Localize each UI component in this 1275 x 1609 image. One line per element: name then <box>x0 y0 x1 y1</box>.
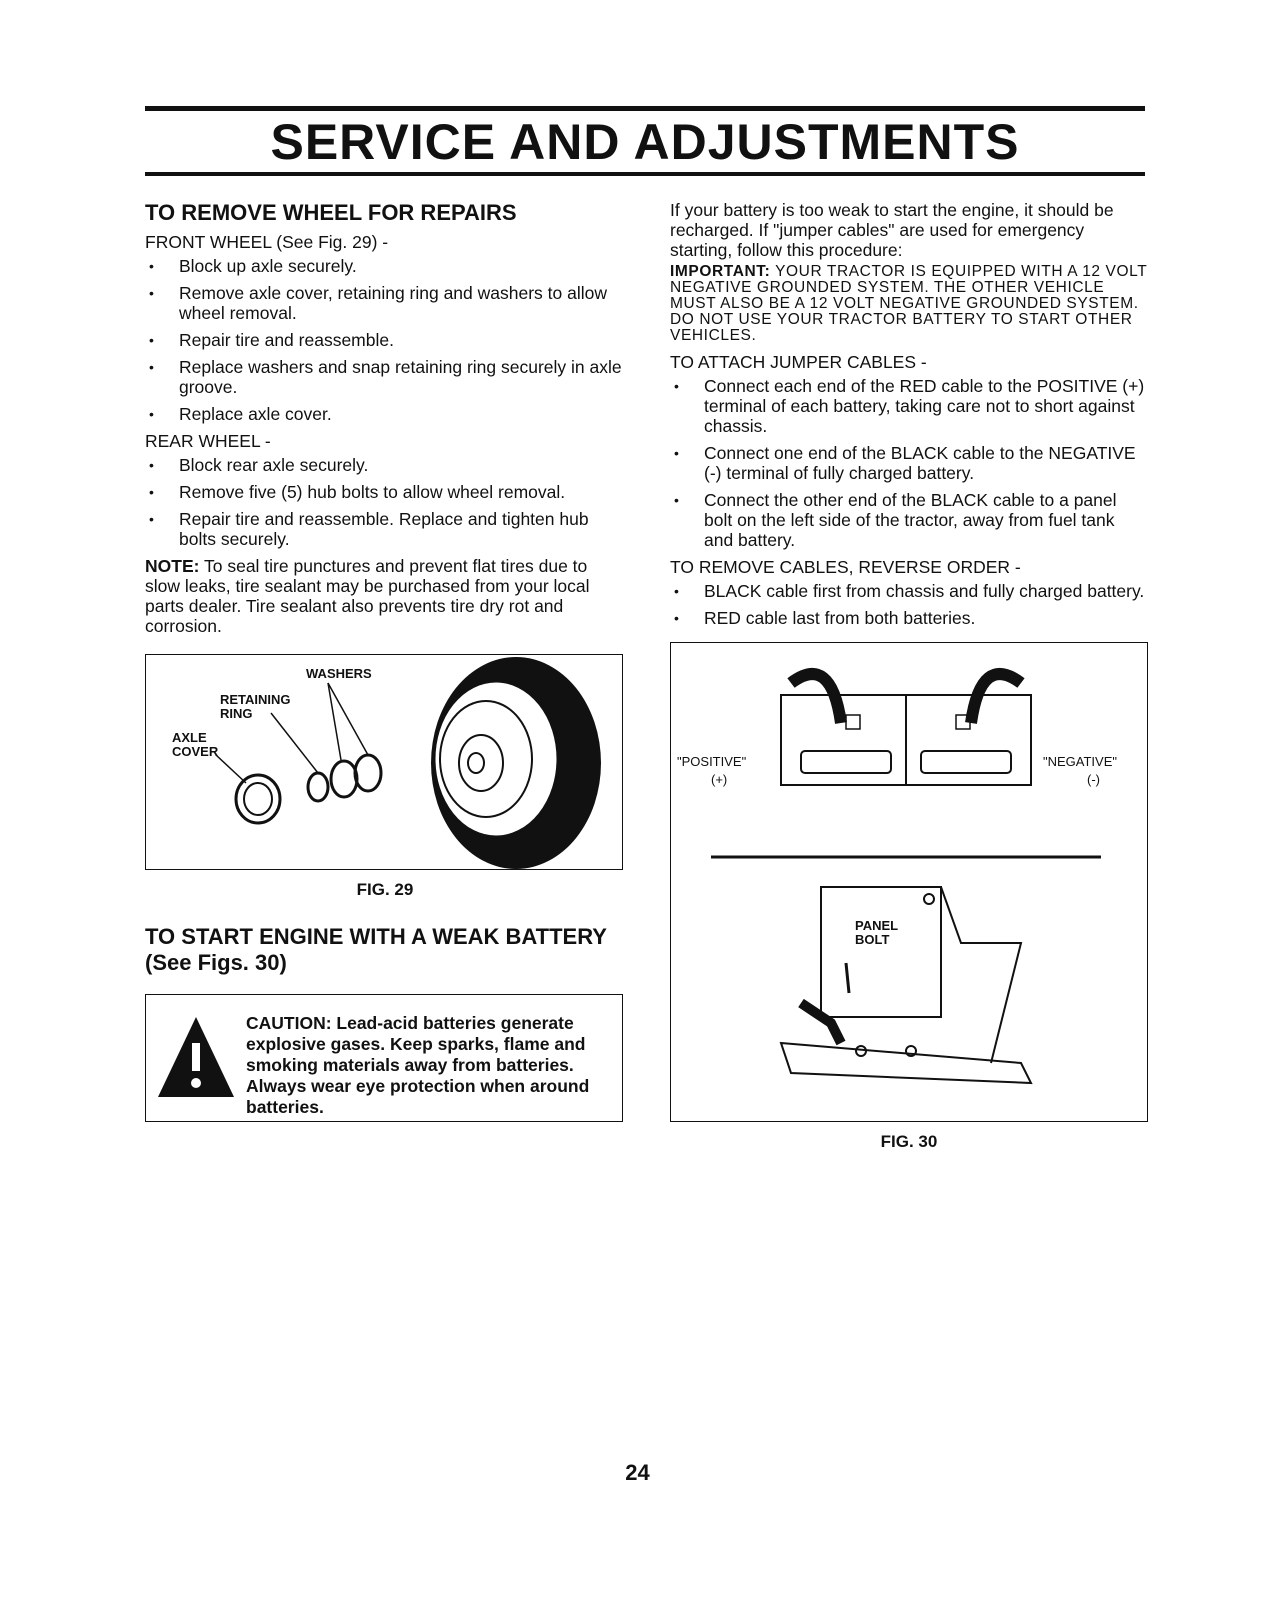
list-item: Replace axle cover. <box>145 404 625 424</box>
figure-29: WASHERS RETAINING RING AXLE COVER <box>145 654 623 870</box>
page-number: 24 <box>625 1460 650 1485</box>
panel-bolt-label: PANEL BOLT <box>855 918 899 947</box>
remove-cables-steps: BLACK cable first from chassis and fully… <box>670 581 1148 628</box>
front-wheel-label: FRONT WHEEL (See Fig. 29) - <box>145 232 389 252</box>
list-item: Block rear axle securely. <box>145 455 625 475</box>
axle-cover-label: AXLE COVER <box>172 730 219 759</box>
header-rule-top <box>145 106 1145 111</box>
figure-29-caption: FIG. 29 <box>356 880 414 899</box>
list-item: Replace washers and snap retaining ring … <box>145 357 625 397</box>
rear-wheel-label: REAR WHEEL - <box>145 431 271 451</box>
left-column: TO REMOVE WHEEL FOR REPAIRS FRONT WHEEL … <box>145 200 625 1122</box>
jumper-cable-illustration <box>711 668 1101 1085</box>
remove-wheel-heading: TO REMOVE WHEEL FOR REPAIRS <box>145 200 517 225</box>
list-item: Connect one end of the BLACK cable to th… <box>670 443 1148 483</box>
list-item: Repair tire and reassemble. <box>145 330 625 350</box>
list-item: Connect each end of the RED cable to the… <box>670 376 1148 436</box>
attach-cables-label: TO ATTACH JUMPER CABLES - <box>670 352 927 372</box>
positive-label: "POSITIVE" <box>677 754 747 769</box>
battery-intro: If your battery is too weak to start the… <box>670 200 1114 260</box>
list-item: BLACK cable first from chassis and fully… <box>670 581 1148 601</box>
list-item: Remove axle cover, retaining ring and wa… <box>145 283 625 323</box>
list-item: Repair tire and reassemble. Replace and … <box>145 509 625 549</box>
list-item: RED cable last from both batteries. <box>670 608 1148 628</box>
important-label: IMPORTANT: <box>670 263 771 280</box>
figure-30: "POSITIVE" (+) "NEGATIVE" (-) PANEL BOLT <box>670 642 1148 1122</box>
list-item: Connect the other end of the BLACK cable… <box>670 490 1148 550</box>
page-title: SERVICE AND ADJUSTMENTS <box>270 114 1020 170</box>
rear-wheel-steps: Block rear axle securely. Remove five (5… <box>145 455 625 549</box>
wheel-illustration <box>215 657 601 869</box>
weak-battery-heading: TO START ENGINE WITH A WEAK BATTERY <box>145 924 607 949</box>
weak-battery-subheading: (See Figs. 30) <box>145 950 287 975</box>
note-label: NOTE: <box>145 556 200 576</box>
caution-box: CAUTION: Lead-acid batteries generate ex… <box>145 994 623 1122</box>
positive-sign: (+) <box>711 772 728 787</box>
note-text: To seal tire punctures and prevent flat … <box>145 556 590 636</box>
remove-cables-label: TO REMOVE CABLES, REVERSE ORDER - <box>670 557 1021 577</box>
warning-triangle-icon <box>158 1017 234 1097</box>
negative-label: "NEGATIVE" <box>1043 754 1118 769</box>
washers-label: WASHERS <box>306 666 372 681</box>
figure-30-caption: FIG. 30 <box>880 1132 938 1151</box>
tire-sealant-note: NOTE: To seal tire punctures and prevent… <box>145 556 625 636</box>
caution-text: CAUTION: Lead-acid batteries generate ex… <box>246 1013 590 1117</box>
list-item: Remove five (5) hub bolts to allow wheel… <box>145 482 625 502</box>
important-text: YOUR TRACTOR IS EQUIPPED WITH A 12 VOLT … <box>670 263 1148 344</box>
front-wheel-steps: Block up axle securely. Remove axle cove… <box>145 256 625 424</box>
header-rule-bottom <box>145 172 1145 176</box>
important-note: IMPORTANT: YOUR TRACTOR IS EQUIPPED WITH… <box>670 264 1148 344</box>
negative-sign: (-) <box>1087 772 1100 787</box>
list-item: Block up axle securely. <box>145 256 625 276</box>
right-column: If your battery is too weak to start the… <box>670 200 1148 1152</box>
retaining-ring-label: RETAINING RING <box>220 692 291 721</box>
attach-cables-steps: Connect each end of the RED cable to the… <box>670 376 1148 550</box>
